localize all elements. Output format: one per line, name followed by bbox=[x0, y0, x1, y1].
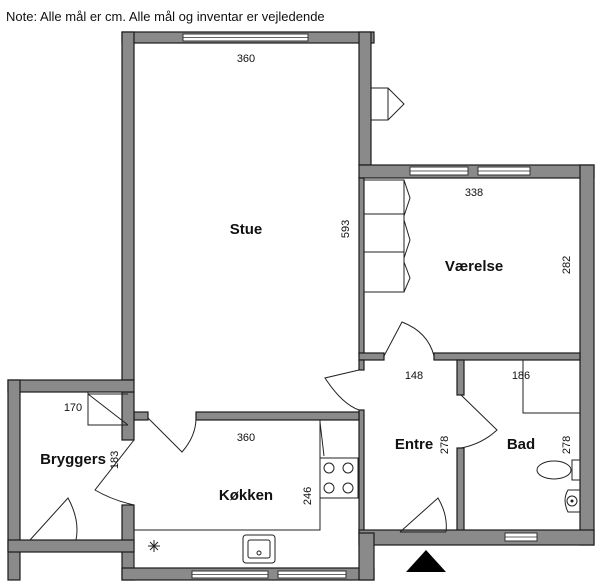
wall-bryggers-bottom bbox=[7, 539, 135, 553]
fixtures bbox=[87, 360, 581, 568]
room-label-bad: Bad bbox=[507, 436, 535, 453]
wall-east bbox=[579, 164, 595, 546]
dim-stue-depth: 593 bbox=[340, 220, 352, 238]
closet-doors bbox=[403, 179, 411, 293]
door-entre-front bbox=[399, 497, 447, 533]
wall-stue-vaerelse bbox=[358, 177, 365, 357]
door-vaerelse bbox=[383, 321, 435, 357]
plan-note: Note: Alle mål er cm. Alle mål og invent… bbox=[6, 9, 325, 24]
wall-koekken-entre bbox=[358, 409, 365, 534]
wall-bryggers-koekken-upper bbox=[121, 391, 135, 441]
wall-stue-left bbox=[121, 31, 135, 381]
door-bad bbox=[460, 394, 498, 449]
room-labels: Stue Værelse Entre Bad Bryggers Køkken bbox=[40, 221, 535, 504]
dim-koekken-depth: 246 bbox=[302, 487, 314, 505]
dim-vaerelse-width: 338 bbox=[465, 187, 483, 199]
door-bryggers-koekken bbox=[94, 439, 135, 506]
dim-bad-width: 186 bbox=[512, 370, 530, 382]
dim-vaerelse-depth: 282 bbox=[561, 256, 573, 274]
wall-bryggers-left bbox=[7, 379, 21, 581]
washbasin-icon bbox=[564, 489, 580, 513]
dim-bad-depth: 278 bbox=[561, 436, 573, 454]
room-label-vaerelse: Værelse bbox=[445, 258, 503, 275]
entrance-arrow-icon bbox=[406, 550, 446, 572]
hob-icon bbox=[319, 457, 359, 499]
wall-vaerelse-bottom-right bbox=[433, 352, 581, 361]
installation-star-icon bbox=[148, 540, 160, 552]
door-koekken-stue bbox=[147, 417, 197, 453]
room-label-stue: Stue bbox=[230, 221, 263, 238]
room-label-koekken: Køkken bbox=[219, 487, 273, 504]
door-stue-entre bbox=[324, 369, 360, 411]
doors bbox=[29, 87, 498, 541]
wall-entre-bad-lower bbox=[456, 447, 465, 534]
wall-koekken-corner bbox=[358, 532, 375, 581]
dim-koekken-width: 360 bbox=[237, 432, 255, 444]
door-stue-balcony bbox=[371, 87, 405, 121]
bryggers-counter bbox=[87, 392, 128, 426]
dimensions: 360 593 338 282 148 278 186 278 170 183 … bbox=[64, 53, 573, 505]
windows bbox=[182, 33, 538, 579]
dim-entre-width: 148 bbox=[405, 370, 423, 382]
dim-entre-depth: 278 bbox=[439, 436, 451, 454]
dim-bryggers-depth: 183 bbox=[109, 451, 121, 469]
wall-bryggers-top bbox=[7, 379, 135, 393]
toilet-icon bbox=[536, 459, 581, 481]
walls bbox=[7, 31, 595, 581]
wall-koekken-top-left bbox=[133, 411, 149, 421]
wall-entre-bad-bottom bbox=[358, 529, 595, 546]
sink-icon bbox=[242, 534, 276, 564]
wall-entre-bad-upper bbox=[456, 359, 465, 396]
closet-vaerelse bbox=[363, 179, 405, 293]
dim-stue-width: 360 bbox=[237, 53, 255, 65]
room-label-entre: Entre bbox=[395, 436, 433, 453]
dim-bryggers-width: 170 bbox=[64, 402, 82, 414]
bad-shower bbox=[522, 360, 580, 414]
door-bryggers-exterior bbox=[29, 497, 78, 541]
wall-vaerelse-bottom-left bbox=[358, 352, 385, 361]
wall-entre-stub bbox=[358, 359, 365, 371]
wall-vaerelse-top bbox=[358, 164, 595, 179]
room-label-bryggers: Bryggers bbox=[40, 451, 106, 468]
wall-koekken-top bbox=[195, 411, 360, 421]
wall-stue-right-upper bbox=[358, 31, 372, 166]
